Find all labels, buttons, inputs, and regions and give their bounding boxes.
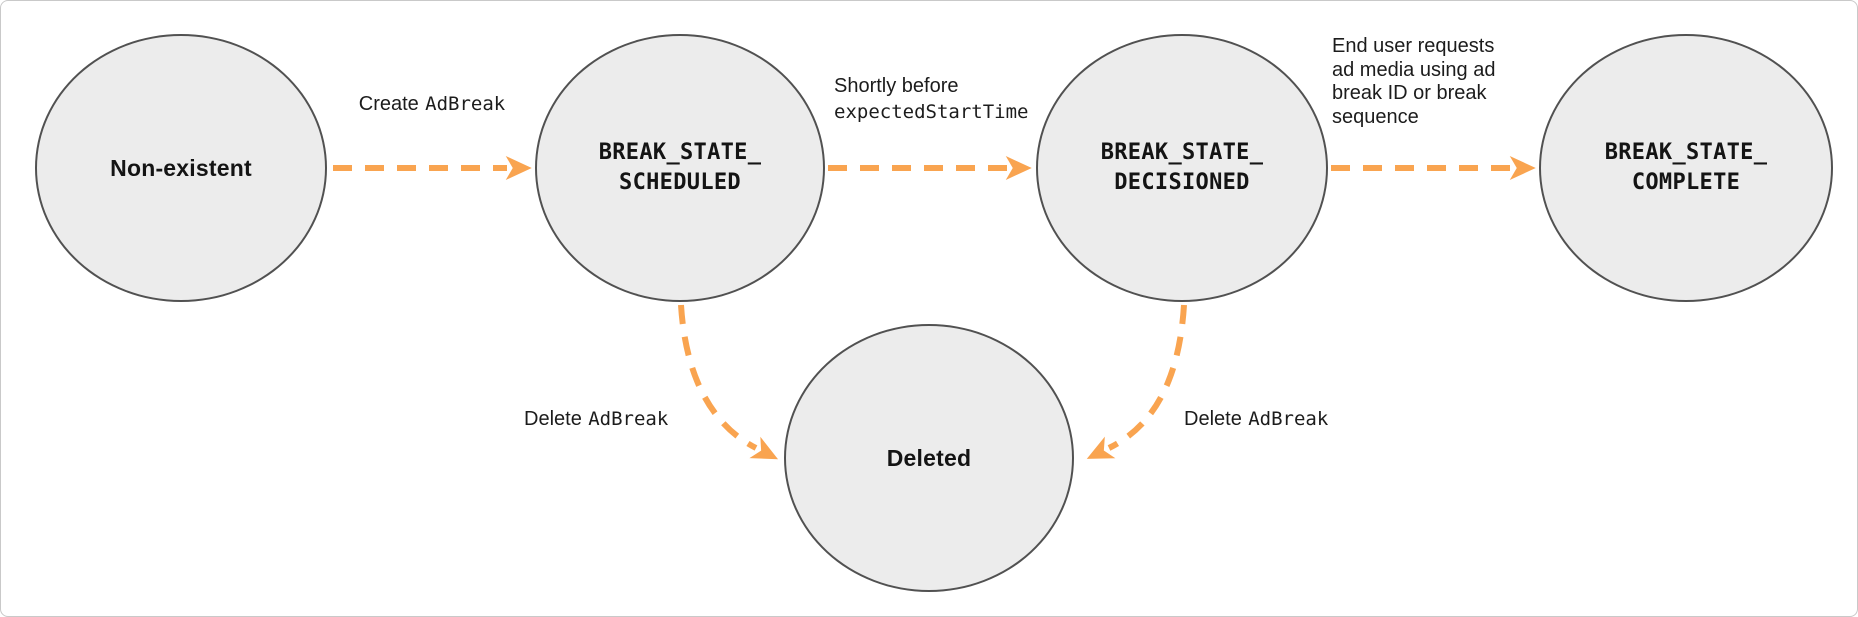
state-label-line1: BREAK_STATE_ xyxy=(598,140,762,165)
state-label: Deleted xyxy=(886,444,972,471)
edge-label-text: Delete xyxy=(1184,408,1242,430)
edge-label-code: AdBreak xyxy=(1248,408,1329,430)
state-label-line2: DECISIONED xyxy=(1114,170,1250,195)
edge-label-code: expectedStartTime xyxy=(834,101,1029,123)
edge-label-shortly-before: Shortly before expectedStartTime xyxy=(834,73,1028,125)
state-node-break-state-scheduled: BREAK_STATE_ SCHEDULED xyxy=(535,34,825,302)
state-node-break-state-decisioned: BREAK_STATE_ DECISIONED xyxy=(1036,34,1328,302)
edge-label-code: AdBreak xyxy=(425,93,506,115)
edge-label-delete-adbreak-right: Delete AdBreak xyxy=(1184,406,1328,432)
edge-label-text: Create xyxy=(358,93,419,115)
state-label-line1: BREAK_STATE_ xyxy=(1100,140,1264,165)
state-node-non-existent: Non-existent xyxy=(35,34,327,302)
edge-label-text-line3: break ID or break xyxy=(1332,82,1487,104)
state-node-deleted: Deleted xyxy=(784,324,1074,592)
edge-label-text: Shortly before xyxy=(834,75,959,97)
edge-label-text-line1: End user requests xyxy=(1332,35,1495,57)
edge-label-code: AdBreak xyxy=(588,408,669,430)
arrow-scheduled-to-deleted xyxy=(678,304,779,460)
state-label-line1: BREAK_STATE_ xyxy=(1604,140,1768,165)
state-label-line2: SCHEDULED xyxy=(619,170,741,195)
state-node-break-state-complete: BREAK_STATE_ COMPLETE xyxy=(1539,34,1833,302)
edge-label-end-user-requests: End user requests ad media using ad brea… xyxy=(1332,35,1495,129)
edge-label-delete-adbreak-left: Delete AdBreak xyxy=(524,406,668,432)
edge-label-text-line2: ad media using ad xyxy=(1332,58,1496,81)
state-label-line2: COMPLETE xyxy=(1631,170,1741,195)
arrow-decisioned-to-deleted xyxy=(1086,304,1187,459)
edge-label-text: Delete xyxy=(524,408,582,430)
edge-label-text-line4: sequence xyxy=(1332,105,1419,128)
edge-label-create-adbreak: Create AdBreak xyxy=(359,91,506,117)
state-label: Non-existent xyxy=(110,154,252,181)
